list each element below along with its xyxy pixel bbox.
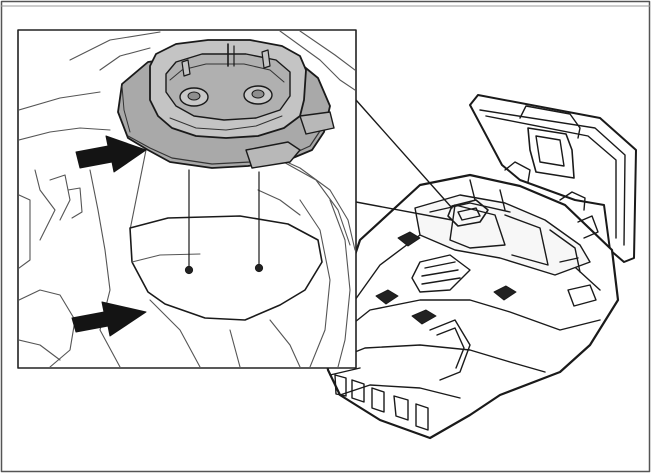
arrow-right-icon (75, 135, 147, 173)
mounting-bracket-part (117, 39, 335, 169)
mounting-surface (129, 215, 323, 321)
screw-hole-right (254, 263, 264, 273)
device-illustration (320, 94, 637, 440)
arrow-right-icon (71, 301, 147, 337)
screw-hole-left (184, 265, 194, 275)
device-lid (469, 94, 637, 263)
leader-line-top (355, 99, 453, 209)
detail-inset (17, 29, 357, 369)
leader-line-bottom (355, 201, 453, 221)
device-base (320, 173, 620, 440)
